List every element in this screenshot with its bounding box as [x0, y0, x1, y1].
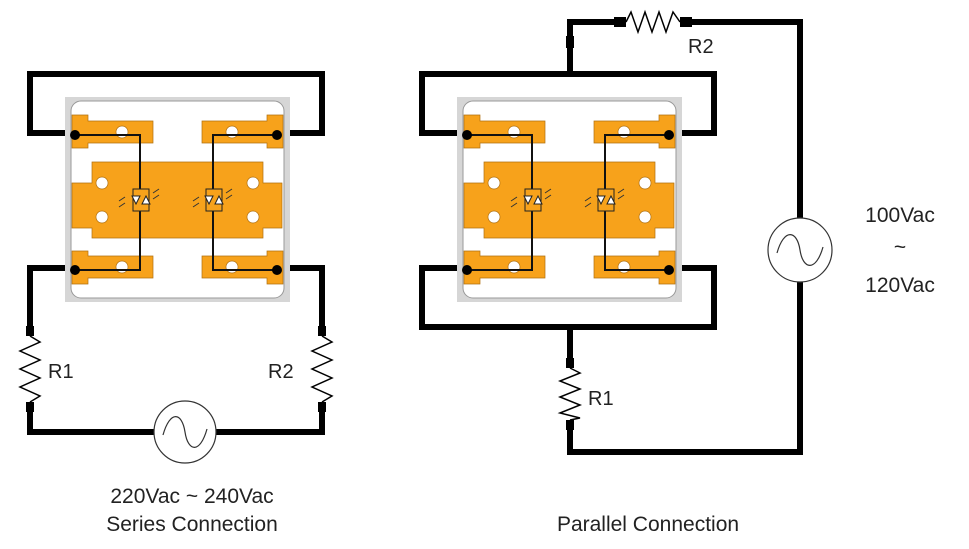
outer-wire: [567, 19, 803, 455]
parallel-circuit: R2 R1 100Vac ~ 120Vac Parallel Connectio…: [419, 9, 935, 536]
top-wire: [27, 71, 325, 136]
bottom-wire: [27, 265, 325, 435]
relay-chip: [456, 96, 683, 303]
voltage-line1: 100Vac: [865, 204, 935, 227]
resistor-r1: [557, 358, 583, 430]
r2-label: R2: [688, 36, 714, 58]
voltage-label: 220Vac ~ 240Vac: [110, 485, 273, 508]
resistor-r2: [614, 9, 692, 35]
ac-source-icon: [767, 217, 833, 283]
parallel-caption: Parallel Connection: [557, 513, 739, 536]
r1-label: R1: [48, 361, 74, 383]
relay-chip: [64, 96, 291, 303]
series-circuit: R1 R2 220Vac ~ 240Vac Series Connection: [18, 71, 334, 536]
voltage-line3: 120Vac: [865, 274, 935, 297]
voltage-line2: ~: [894, 236, 906, 259]
r1-label: R1: [588, 388, 614, 410]
resistor-r1: [18, 326, 42, 412]
resistor-r2: [310, 326, 334, 412]
ac-source-icon: [153, 400, 217, 464]
r2-label: R2: [268, 361, 294, 383]
series-caption: Series Connection: [106, 513, 278, 536]
